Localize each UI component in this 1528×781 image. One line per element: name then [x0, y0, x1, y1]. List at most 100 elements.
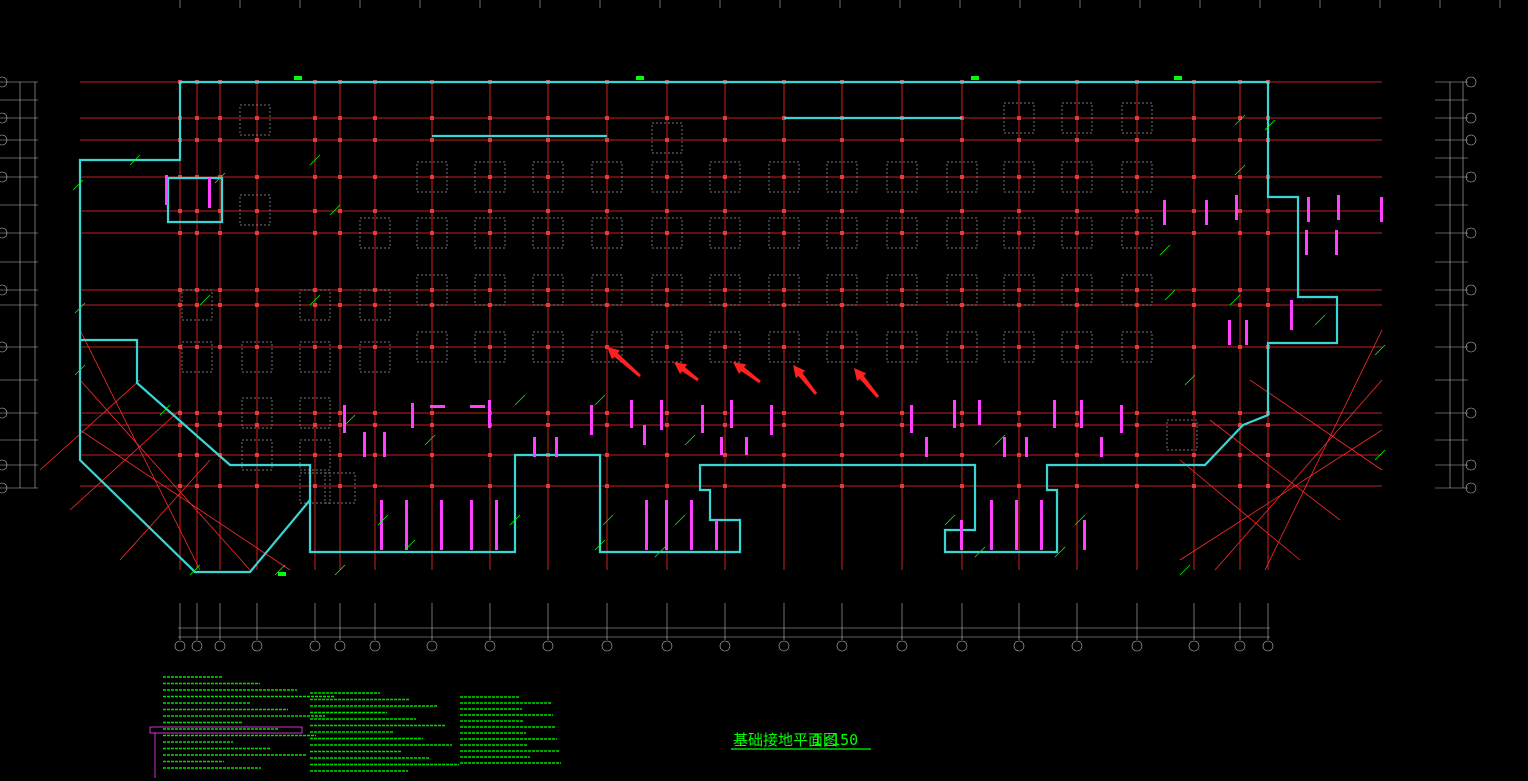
column — [430, 175, 434, 179]
grounding-point-icon — [1074, 514, 1086, 526]
column — [665, 303, 669, 307]
pile-cap — [416, 274, 448, 306]
column — [1192, 138, 1196, 142]
column — [900, 345, 904, 349]
shear-wall — [1245, 320, 1248, 345]
shear-wall — [1380, 197, 1383, 222]
grounding-point-icon — [72, 179, 84, 191]
column — [488, 138, 492, 142]
column — [218, 484, 222, 488]
bottom-grid-bubble — [1013, 640, 1025, 652]
drawing-title: 基础接地平面图 — [733, 731, 838, 749]
diagonal-grid-line — [79, 429, 291, 571]
column — [840, 423, 844, 427]
pile-cap-outlines — [181, 102, 1198, 504]
pile-cap — [299, 289, 331, 321]
column — [255, 116, 259, 120]
pile-cap — [651, 217, 683, 249]
shear-wall — [1083, 520, 1086, 550]
column — [782, 345, 786, 349]
column — [605, 484, 609, 488]
column — [178, 453, 182, 457]
shear-wall — [495, 500, 498, 550]
pile-cap — [1003, 102, 1035, 134]
column — [430, 411, 434, 415]
column — [1135, 175, 1139, 179]
grounding-point-icon — [944, 514, 956, 526]
column — [488, 231, 492, 235]
column — [1075, 175, 1079, 179]
red-arrow-marker-icon — [733, 362, 761, 384]
column — [313, 209, 317, 213]
grounding-point-icon — [159, 404, 171, 416]
grounding-point-icon — [424, 434, 436, 446]
pile-cap — [946, 331, 978, 363]
column — [782, 484, 786, 488]
column — [313, 303, 317, 307]
column — [1075, 423, 1079, 427]
pile-cap — [416, 217, 448, 249]
left-grid-bubble — [0, 171, 8, 183]
diagonal-grid-line — [39, 379, 141, 471]
column — [1135, 288, 1139, 292]
shear-wall — [953, 400, 956, 428]
pile-cap — [532, 331, 564, 363]
column — [1135, 138, 1139, 142]
column — [782, 288, 786, 292]
column — [1238, 453, 1242, 457]
column — [546, 423, 550, 427]
column — [1017, 209, 1021, 213]
column — [665, 411, 669, 415]
pile-cap — [1003, 274, 1035, 306]
column — [430, 288, 434, 292]
left-grid-bubble — [0, 134, 8, 146]
column — [665, 423, 669, 427]
column — [338, 138, 342, 142]
pile-cap — [651, 331, 683, 363]
column — [1075, 484, 1079, 488]
pile-cap — [651, 161, 683, 193]
column — [1238, 345, 1242, 349]
column — [488, 116, 492, 120]
column — [1017, 288, 1021, 292]
column — [1075, 411, 1079, 415]
right-grid-bubble — [1465, 482, 1477, 494]
pile-cap — [239, 104, 271, 136]
column — [1017, 345, 1021, 349]
grounding-point-icon — [214, 172, 226, 184]
shear-wall — [411, 403, 414, 428]
shear-wall — [690, 500, 693, 550]
column — [255, 345, 259, 349]
column — [488, 288, 492, 292]
shear-wall — [383, 432, 386, 457]
column — [488, 345, 492, 349]
column — [840, 231, 844, 235]
column — [960, 288, 964, 292]
column — [178, 231, 182, 235]
column — [782, 411, 786, 415]
column — [605, 175, 609, 179]
shear-wall — [1100, 437, 1103, 457]
bottom-grid-bubble — [836, 640, 848, 652]
shear-wall — [363, 432, 366, 457]
pile-cap — [181, 341, 213, 373]
pile-cap — [709, 331, 741, 363]
column — [900, 288, 904, 292]
shear-wall — [533, 437, 536, 457]
shear-wall — [405, 500, 408, 550]
shear-wall — [1305, 230, 1308, 255]
grounding-bar — [278, 572, 286, 576]
column — [1238, 116, 1242, 120]
pile-cap — [239, 194, 271, 226]
right-grid-bubble — [1465, 134, 1477, 146]
column — [1075, 288, 1079, 292]
bottom-grid-bubble — [484, 640, 496, 652]
pile-cap — [591, 274, 623, 306]
pile-cap — [324, 472, 356, 504]
column — [195, 209, 199, 213]
column — [313, 345, 317, 349]
pile-cap — [416, 331, 448, 363]
column — [546, 411, 550, 415]
column — [782, 423, 786, 427]
